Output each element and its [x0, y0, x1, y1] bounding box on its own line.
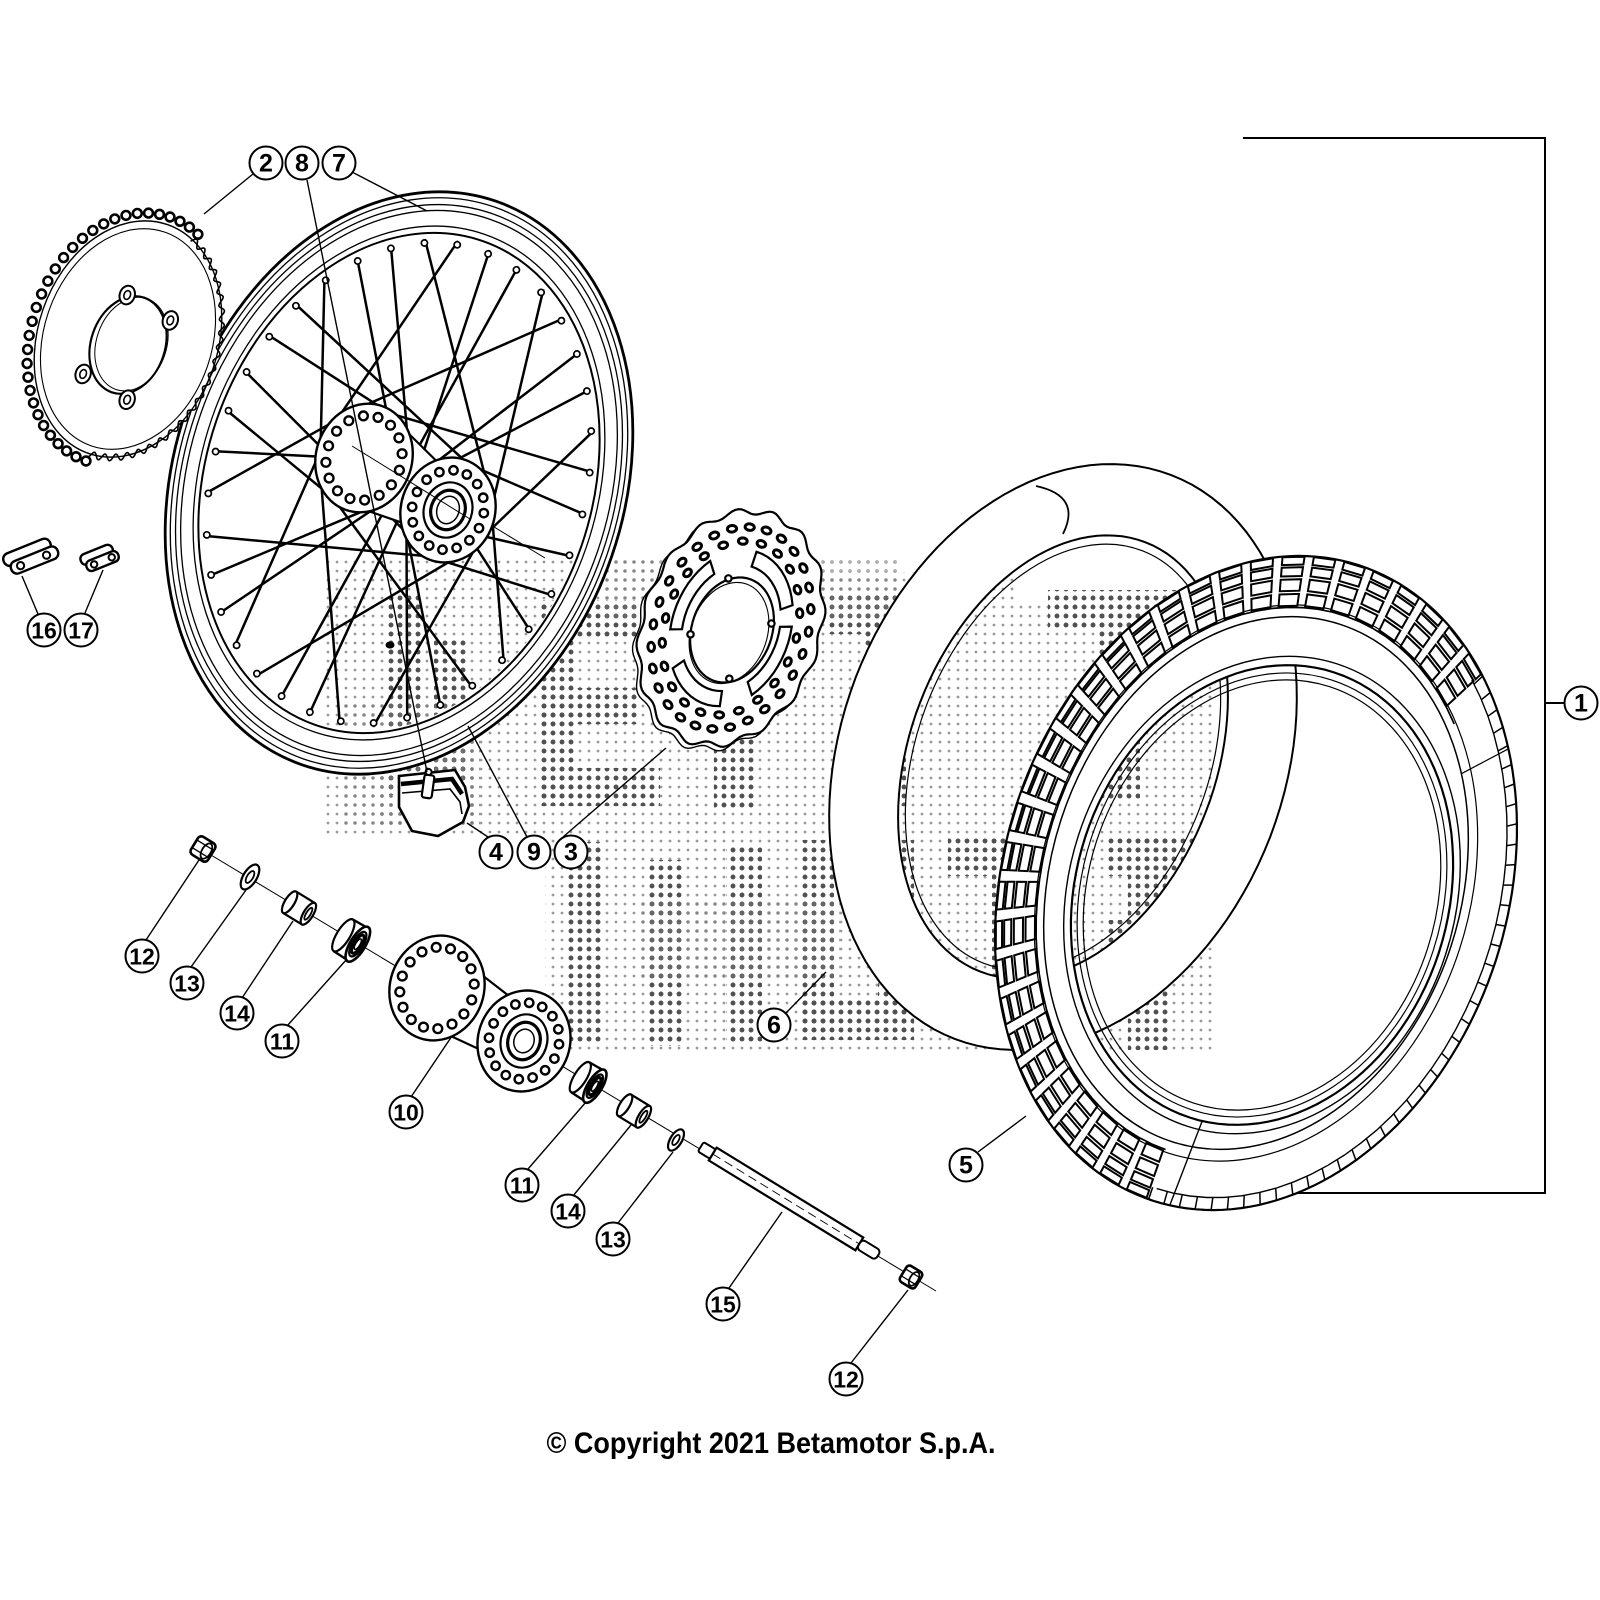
svg-text:17: 17: [68, 618, 94, 644]
svg-text:14: 14: [555, 1199, 581, 1225]
svg-text:13: 13: [600, 1227, 626, 1253]
svg-text:6: 6: [767, 1012, 781, 1040]
svg-text:© Copyright 2021 Betamotor S.p: © Copyright 2021 Betamotor S.p.A.: [547, 1427, 996, 1460]
svg-text:7: 7: [332, 150, 346, 178]
svg-text:3: 3: [564, 839, 578, 867]
svg-text:15: 15: [710, 1292, 736, 1318]
svg-text:10: 10: [393, 1100, 419, 1126]
svg-text:1: 1: [1574, 690, 1588, 718]
svg-text:11: 11: [270, 1029, 295, 1055]
svg-text:12: 12: [129, 944, 155, 970]
svg-text:16: 16: [31, 618, 57, 644]
svg-text:9: 9: [527, 839, 541, 867]
svg-text:8: 8: [295, 150, 309, 178]
svg-text:2: 2: [259, 150, 273, 178]
svg-text:4: 4: [489, 839, 503, 867]
svg-text:11: 11: [510, 1173, 535, 1199]
svg-text:14: 14: [224, 1001, 250, 1027]
svg-text:13: 13: [174, 971, 200, 997]
svg-text:12: 12: [833, 1367, 859, 1393]
svg-text:5: 5: [959, 1152, 973, 1180]
